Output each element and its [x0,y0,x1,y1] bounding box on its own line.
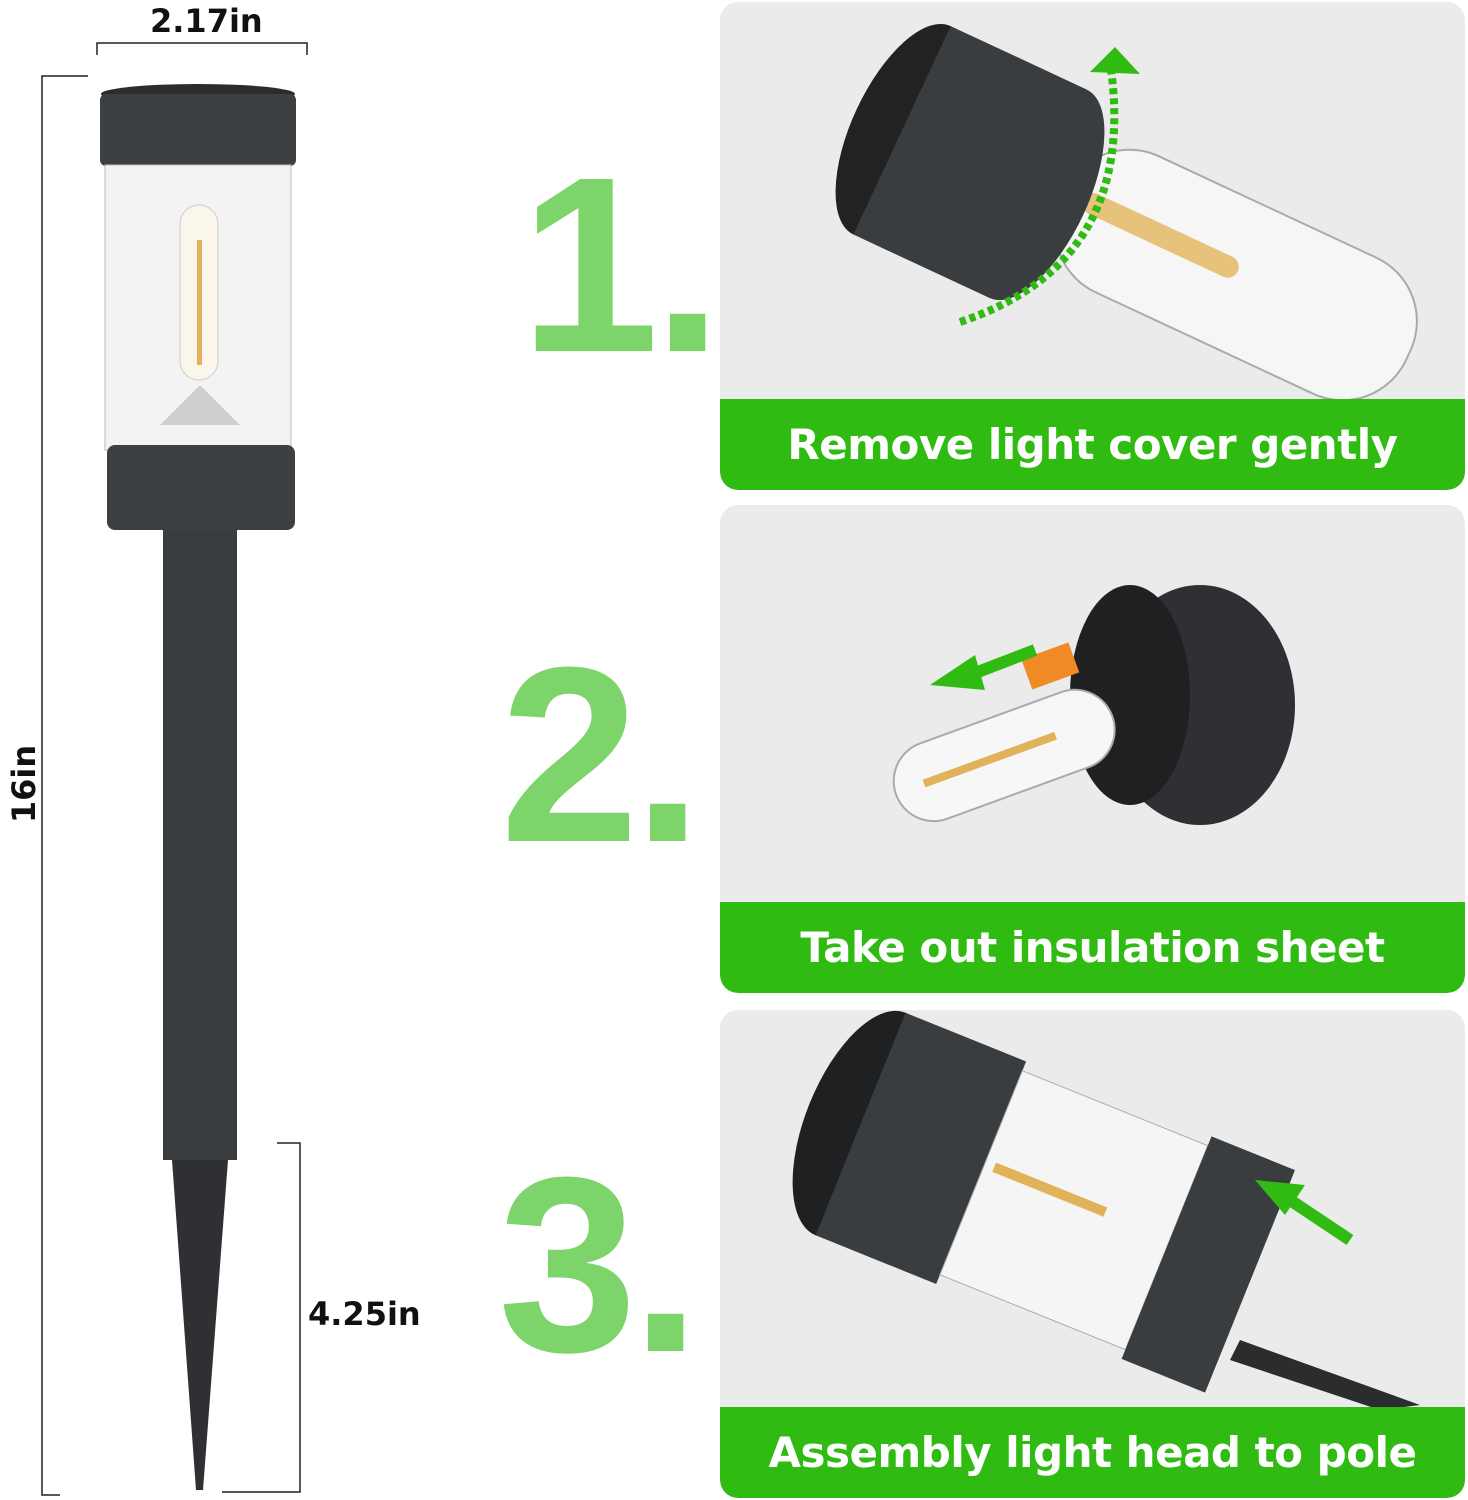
remove-cover-illustration [835,23,1418,402]
solar-lamp-illustration [41,42,308,1496]
step-3-number: 3. [498,1125,700,1404]
step-2-panel: Take out insulation sheet [720,505,1465,993]
height-dimension-label: 16in [5,744,44,824]
rotate-arrow-icon [958,61,1119,326]
insulation-sheet-tab [1021,642,1080,690]
pull-arrow-icon [967,644,1038,681]
assemble-pole-illustration [792,1010,1420,1410]
step-1-panel: Remove light cover gently [720,2,1465,490]
dimension-lines [41,42,308,1496]
insulation-sheet-illustration [892,585,1295,825]
step-1-caption: Remove light cover gently [720,399,1465,490]
step-2-caption: Take out insulation sheet [720,902,1465,993]
step-2-number: 2. [500,615,702,894]
width-dimension-label: 2.17in [150,2,263,40]
stake-dimension-label: 4.25in [308,1295,421,1333]
step-3-caption: Assembly light head to pole [720,1407,1465,1498]
step-3-panel: Assembly light head to pole [720,1010,1465,1498]
insert-arrow-icon [1286,1195,1354,1245]
step-1-number: 1. [520,125,722,404]
